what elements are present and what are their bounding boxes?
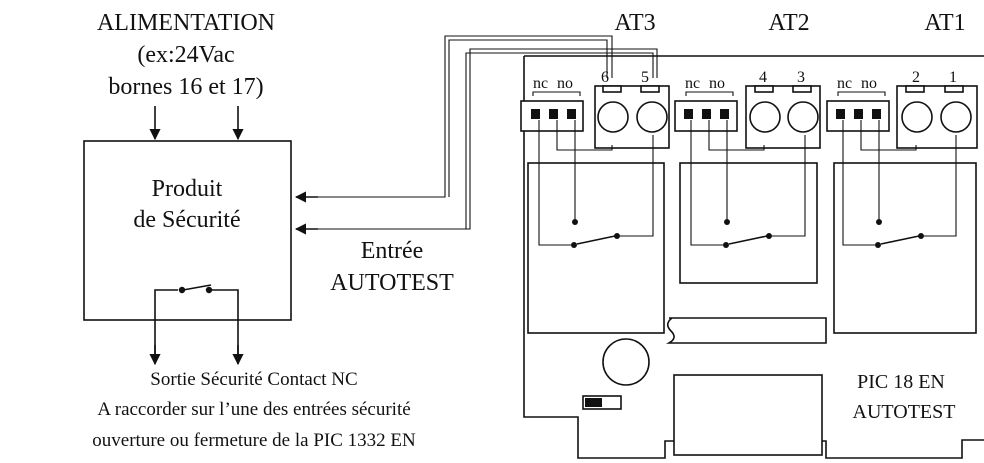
at1-nc-label: nc bbox=[837, 75, 852, 92]
at3-terminal-6: 6 bbox=[601, 69, 609, 86]
autotest-input-label-2: AUTOTEST bbox=[330, 270, 454, 296]
at1-no-label: no bbox=[861, 75, 877, 92]
board-slot bbox=[665, 317, 827, 344]
relay-title-at1: AT1 bbox=[924, 10, 965, 36]
output-title: Sortie Sécurité Contact NC bbox=[150, 369, 357, 390]
at2-terminal-3: 3 bbox=[797, 69, 805, 86]
relay-at2: nc no 4 3 bbox=[674, 69, 821, 284]
at3-nc-label: nc bbox=[533, 75, 548, 92]
at2-terminal-4: 4 bbox=[759, 69, 767, 86]
power-title: ALIMENTATION bbox=[97, 10, 275, 36]
safety-product-box bbox=[83, 140, 292, 321]
power-terminals: bornes 16 et 17) bbox=[108, 74, 263, 100]
board-dip-switch bbox=[582, 395, 622, 410]
relay-title-at3: AT3 bbox=[614, 10, 655, 36]
output-desc-1: A raccorder sur l’une des entrées sécuri… bbox=[97, 399, 410, 420]
at2-nc-label: nc bbox=[685, 75, 700, 92]
product-nc-contact bbox=[154, 284, 239, 362]
at1-terminal-2: 2 bbox=[912, 69, 920, 86]
at1-terminal-1: 1 bbox=[949, 69, 957, 86]
product-label-1: Produit bbox=[152, 176, 223, 202]
board-capacitor bbox=[602, 338, 650, 386]
at2-no-label: no bbox=[709, 75, 725, 92]
autotest-input-label-1: Entrée bbox=[361, 238, 424, 264]
at3-terminal-5: 5 bbox=[641, 69, 649, 86]
board-outline bbox=[523, 55, 984, 459]
board-name-2: AUTOTEST bbox=[853, 401, 956, 423]
relay-at3: nc no 6 5 bbox=[520, 69, 670, 334]
relay-at1: nc no 2 1 bbox=[826, 69, 978, 334]
autotest-wires bbox=[294, 35, 658, 235]
relay-title-at2: AT2 bbox=[768, 10, 809, 36]
output-desc-2: ouverture ou fermeture de la PIC 1332 EN bbox=[92, 430, 416, 451]
product-label-2: de Sécurité bbox=[133, 207, 240, 233]
at3-no-label: no bbox=[557, 75, 573, 92]
board-name-1: PIC 18 EN bbox=[857, 371, 945, 393]
power-example: (ex:24Vac bbox=[137, 42, 234, 68]
board-main-connector bbox=[673, 374, 823, 456]
